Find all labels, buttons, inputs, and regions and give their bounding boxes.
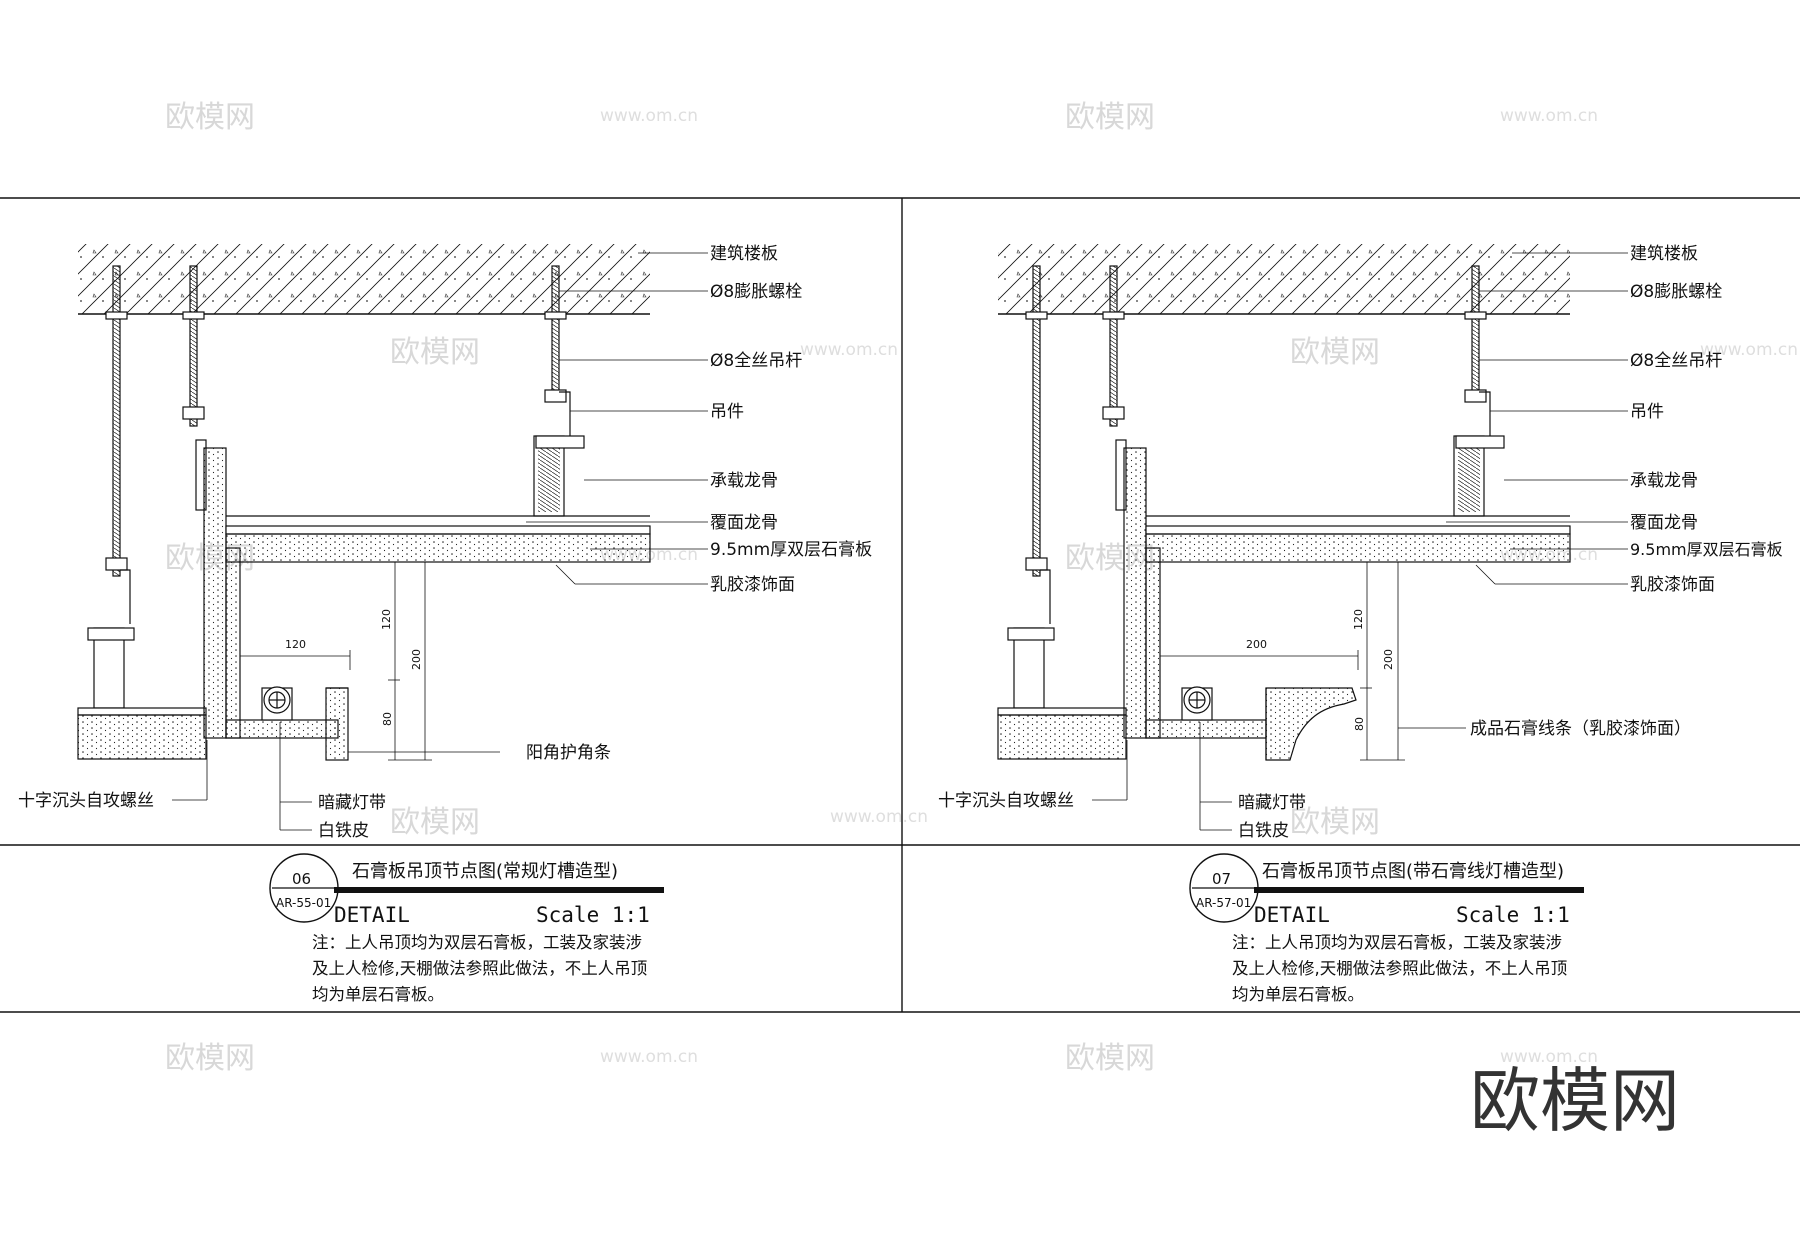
watermark-url: www.om.cn	[600, 1047, 698, 1067]
dim-width: 200	[1246, 638, 1267, 651]
label-edge: 成品石膏线条（乳胶漆饰面）	[1470, 718, 1691, 739]
dim-total: 200	[1382, 649, 1395, 670]
detail-title: 石膏板吊顶节点图(常规灯槽造型)	[352, 860, 618, 882]
detail-number: 06	[292, 870, 311, 888]
dim-lower: 80	[1353, 717, 1366, 731]
watermark-brand: 欧模网	[390, 805, 480, 840]
label-hanger: 吊件	[1630, 402, 1664, 422]
note-line: 注：上人吊顶均为双层石膏板，工装及家装涉	[1232, 932, 1562, 952]
dimension-lines	[1160, 561, 1466, 761]
watermark-url: www.om.cn	[800, 340, 898, 360]
watermark-brand: 欧模网	[1065, 100, 1155, 135]
sheet-ref: AR-57-01	[1196, 896, 1251, 910]
floor-slab	[998, 244, 1570, 314]
hanger-rods	[105, 265, 567, 577]
note-line: 均为单层石膏板。	[1232, 984, 1364, 1004]
label-tin-sheet: 白铁皮	[1238, 821, 1289, 841]
detail-label: DETAIL	[334, 903, 410, 927]
detail-06: 120 120 200 80 建筑楼板 Ø8膨胀螺栓 Ø8全丝吊杆 吊件 承载龙	[18, 244, 872, 1004]
label-bolt: Ø8膨胀螺栓	[710, 282, 802, 302]
label-led: 暗藏灯带	[1238, 793, 1306, 813]
note-line: 及上人检修,天棚做法参照此做法，不上人吊顶	[1232, 959, 1567, 978]
detail-number: 07	[1212, 870, 1231, 888]
label-edge: 阳角护角条	[526, 743, 611, 763]
label-tin-sheet: 白铁皮	[318, 821, 369, 841]
label-screw: 十字沉头自攻螺丝	[938, 791, 1074, 811]
watermark-brand: 欧模网	[1290, 805, 1380, 840]
note-line: 注：上人吊顶均为双层石膏板，工装及家装涉	[312, 932, 642, 952]
detail-07: 200 120 200 80 建筑楼板 Ø8膨胀螺栓 Ø8全丝吊杆 吊件 承载龙…	[938, 244, 1783, 1004]
dim-width: 120	[285, 638, 306, 651]
watermark-url: www.om.cn	[600, 106, 698, 126]
scale-label: Scale 1:1	[536, 903, 650, 927]
watermark-brand: 欧模网	[1065, 1041, 1155, 1076]
watermark-brand: 欧模网	[390, 335, 480, 370]
label-hanger: 吊件	[710, 402, 744, 422]
dim-upper: 120	[380, 609, 393, 630]
label-main-channel: 承载龙骨	[710, 471, 778, 491]
label-rod: Ø8全丝吊杆	[710, 351, 802, 371]
dimension-lines	[240, 561, 500, 761]
led-strip	[1181, 686, 1213, 721]
leader-lines	[1092, 252, 1628, 831]
detail-label: DETAIL	[1254, 903, 1330, 927]
label-slab: 建筑楼板	[1630, 244, 1698, 264]
led-strip	[261, 686, 293, 721]
sheet-frame	[0, 197, 1800, 1013]
sheet-ref: AR-55-01	[276, 896, 331, 910]
leader-lines	[172, 252, 708, 831]
note-line: 均为单层石膏板。	[312, 984, 444, 1004]
label-main-channel: 承载龙骨	[1630, 471, 1698, 491]
title-block	[1189, 853, 1584, 923]
dim-upper: 120	[1352, 609, 1365, 630]
label-led: 暗藏灯带	[318, 793, 386, 813]
label-slab: 建筑楼板	[710, 244, 778, 264]
watermark-url: www.om.cn	[1500, 1047, 1598, 1067]
label-latex-finish: 乳胶漆饰面	[710, 575, 795, 595]
label-bolt: Ø8膨胀螺栓	[1630, 282, 1722, 302]
plaster-molding	[1265, 687, 1357, 761]
detail-title: 石膏板吊顶节点图(带石膏线灯槽造型)	[1262, 860, 1564, 882]
watermark-url: www.om.cn	[830, 807, 928, 827]
label-screw: 十字沉头自攻螺丝	[18, 791, 154, 811]
dim-lower: 80	[381, 712, 394, 726]
label-gypsum-board: 9.5mm厚双层石膏板	[1630, 540, 1783, 559]
watermark-url: www.om.cn	[1700, 340, 1798, 360]
brand-logo: 欧模网	[1470, 1060, 1680, 1142]
label-furring-channel: 覆面龙骨	[710, 513, 778, 533]
label-rod: Ø8全丝吊杆	[1630, 351, 1722, 371]
hanger-rods	[1025, 265, 1487, 577]
watermark-url: www.om.cn	[1500, 106, 1598, 126]
callout-labels: 建筑楼板 Ø8膨胀螺栓 Ø8全丝吊杆 吊件 承载龙骨 覆面龙骨 9.5mm厚双层…	[938, 244, 1783, 841]
label-latex-finish: 乳胶漆饰面	[1630, 575, 1715, 595]
scale-label: Scale 1:1	[1456, 903, 1570, 927]
watermark-brand: 欧模网	[1290, 335, 1380, 370]
watermark-brand: 欧模网	[165, 100, 255, 135]
label-gypsum-board: 9.5mm厚双层石膏板	[710, 539, 872, 560]
title-block	[269, 853, 664, 923]
callout-labels: 建筑楼板 Ø8膨胀螺栓 Ø8全丝吊杆 吊件 承载龙骨 覆面龙骨 9.5mm厚双层…	[18, 244, 872, 841]
label-furring-channel: 覆面龙骨	[1630, 513, 1698, 533]
floor-slab	[78, 244, 650, 314]
dim-total: 200	[410, 649, 423, 670]
watermark-brand: 欧模网	[165, 1041, 255, 1076]
note-line: 及上人检修,天棚做法参照此做法，不上人吊顶	[312, 959, 647, 978]
